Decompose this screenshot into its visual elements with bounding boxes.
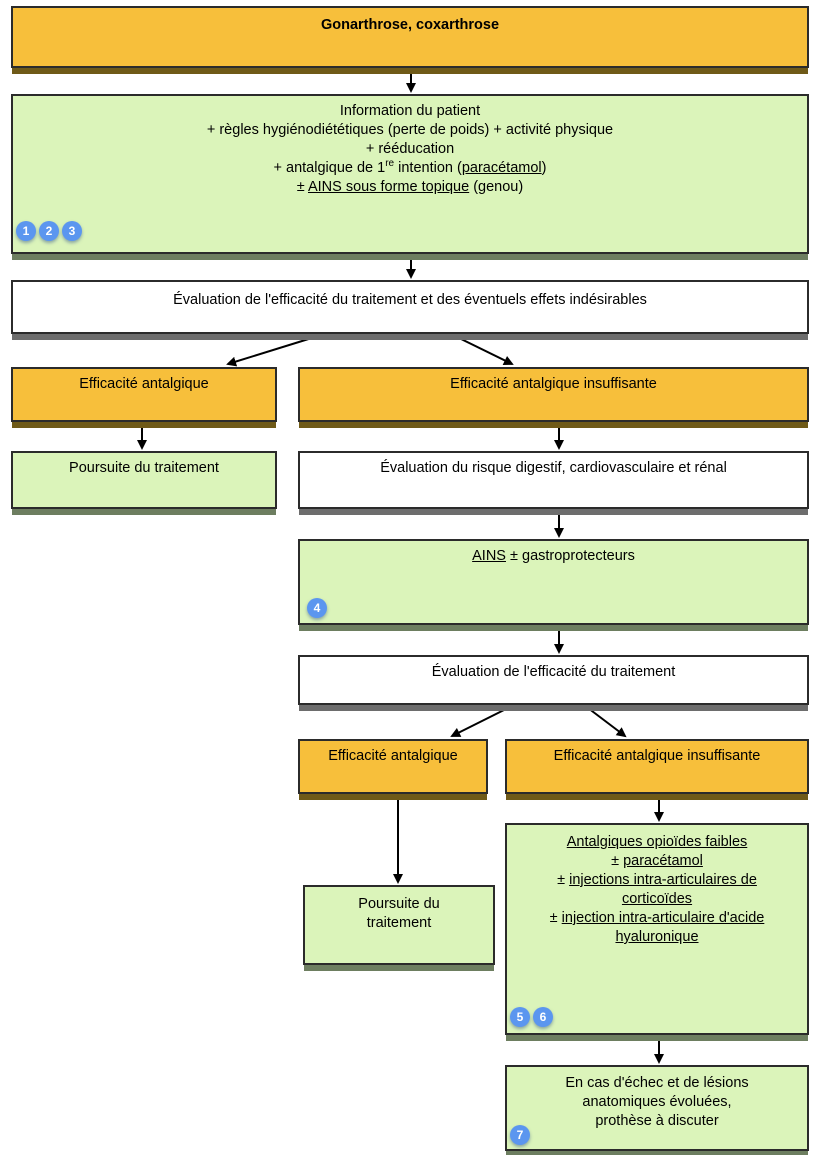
evaluation-2-box: Évaluation de l'efficacité du traitement xyxy=(298,655,809,705)
nsaid-box: AINS ± gastroprotecteurs 4 xyxy=(298,539,809,625)
insufficient-1-label: Efficacité antalgique insuffisante xyxy=(450,376,657,392)
continue-treatment-2-line2: traitement xyxy=(366,915,432,931)
first-line-topical-nsaid: ± AINS sous forme topique (genou) xyxy=(296,179,524,195)
efficacy-2-label: Efficacité antalgique xyxy=(328,748,458,764)
first-line-analgesic: + antalgique de 1re intention (paracétam… xyxy=(273,158,547,176)
opioids-badges: 5 6 xyxy=(510,1007,553,1027)
continue-treatment-2-line1: Poursuite du xyxy=(358,896,440,912)
surgery-box: En cas d'échec et de lésions anatomiques… xyxy=(505,1065,809,1151)
insufficient-2-box: Efficacité antalgique insuffisante xyxy=(505,739,809,794)
reference-badge-2[interactable]: 2 xyxy=(39,221,59,241)
opioids-paracetamol: ± paracétamol xyxy=(611,853,703,869)
first-line-rehab: + rééducation xyxy=(365,141,455,157)
efficacy-1-label: Efficacité antalgique xyxy=(79,376,209,392)
hyaluronic-injection-link[interactable]: injection intra-articulaire d'acide xyxy=(561,910,765,926)
surgery-line1: En cas d'échec et de lésions xyxy=(565,1075,749,1091)
reference-badge-5[interactable]: 5 xyxy=(510,1007,530,1027)
efficacy-1-box: Efficacité antalgique xyxy=(11,367,277,422)
reference-badge-7[interactable]: 7 xyxy=(510,1125,530,1145)
evaluation-2-label: Évaluation de l'efficacité du traitement xyxy=(431,664,676,680)
first-line-info: Information du patient xyxy=(339,103,481,119)
reference-badge-3[interactable]: 3 xyxy=(62,221,82,241)
reference-badge-1[interactable]: 1 xyxy=(16,221,36,241)
condition-label: Gonarthrose, coxarthrose xyxy=(320,17,500,33)
first-line-lifestyle: + règles hygiénodiététiques (perte de po… xyxy=(206,122,614,138)
continue-treatment-1-label: Poursuite du traitement xyxy=(69,460,219,476)
continue-treatment-2-box: Poursuite du traitement xyxy=(303,885,495,965)
paracetamol-link[interactable]: paracétamol xyxy=(461,160,542,176)
topical-nsaid-link[interactable]: AINS sous forme topique xyxy=(307,179,470,195)
nsaid-link[interactable]: AINS xyxy=(472,548,506,564)
condition-box: Gonarthrose, coxarthrose xyxy=(11,6,809,68)
nsaid-badges: 4 xyxy=(307,598,327,618)
opioids-box: Antalgiques opioïdes faibles ± paracétam… xyxy=(505,823,809,1035)
arrow-eval-1-to-insufficient-1 xyxy=(456,336,514,365)
nsaid-suffix: ± gastroprotecteurs xyxy=(505,548,635,564)
corticoid-injections-link[interactable]: injections intra-articulaires de xyxy=(569,872,757,888)
first-line-badges: 1 2 3 xyxy=(16,221,82,241)
reference-badge-4[interactable]: 4 xyxy=(307,598,327,618)
opioids-corticoid-injections: ± injections intra-articulaires de xyxy=(557,872,757,888)
surgery-badges: 7 xyxy=(510,1125,530,1145)
first-line-treatment-box: Information du patient + règles hygiénod… xyxy=(11,94,809,254)
opioids-link[interactable]: Antalgiques opioïdes faibles xyxy=(566,834,748,850)
paracetamol-link-2[interactable]: paracétamol xyxy=(623,853,703,869)
arrow-eval-2-to-efficacy-2 xyxy=(450,707,509,737)
arrow-eval-2-to-insufficient-2 xyxy=(587,707,627,738)
surgery-line3: prothèse à discuter xyxy=(595,1113,719,1129)
insufficient-2-label: Efficacité antalgique insuffisante xyxy=(553,748,761,764)
reference-badge-6[interactable]: 6 xyxy=(533,1007,553,1027)
corticoids-link[interactable]: corticoïdes xyxy=(621,891,693,907)
insufficient-1-box: Efficacité antalgique insuffisante xyxy=(298,367,809,422)
efficacy-2-box: Efficacité antalgique xyxy=(298,739,488,794)
surgery-line2: anatomiques évoluées, xyxy=(582,1094,732,1110)
hyaluronic-link[interactable]: hyaluronique xyxy=(615,929,699,945)
evaluation-1-label: Évaluation de l'efficacité du traitement… xyxy=(173,292,647,308)
continue-treatment-1-box: Poursuite du traitement xyxy=(11,451,277,509)
opioids-hyaluronic-injection: ± injection intra-articulaire d'acide xyxy=(549,910,765,926)
risk-evaluation-box: Évaluation du risque digestif, cardiovas… xyxy=(298,451,809,509)
risk-evaluation-label: Évaluation du risque digestif, cardiovas… xyxy=(380,460,727,476)
arrow-eval-1-to-efficacy-1 xyxy=(226,336,316,367)
evaluation-1-box: Évaluation de l'efficacité du traitement… xyxy=(11,280,809,334)
